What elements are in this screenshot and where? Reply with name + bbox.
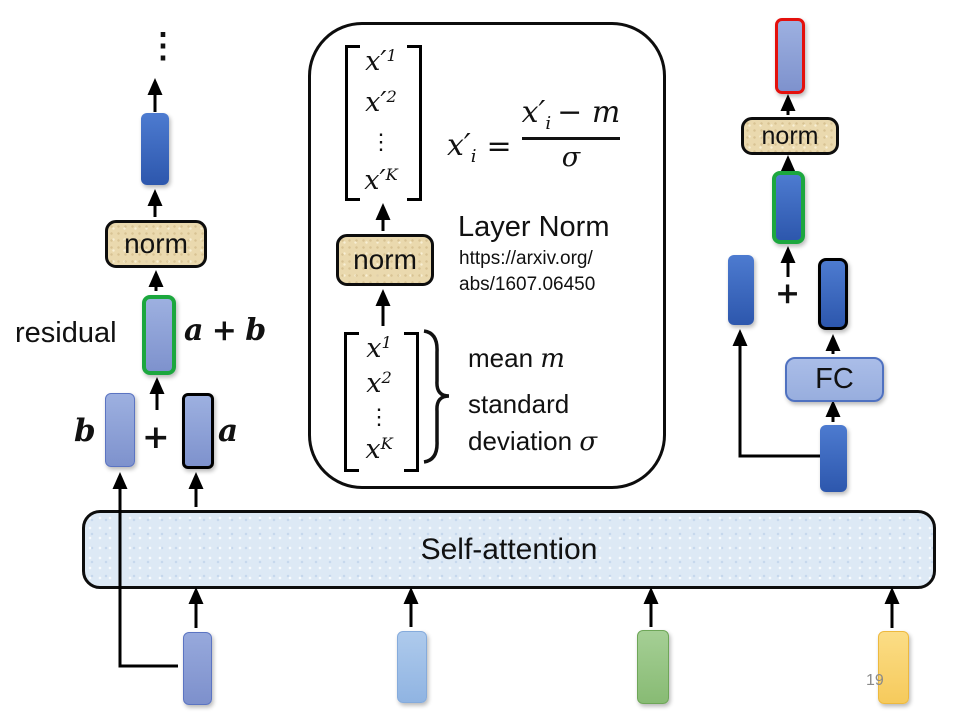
vector-b-box [105,393,135,467]
final-output-vector-box [775,18,805,94]
norm-box-right: norm [741,117,839,155]
arxiv-url-line2: abs/1607.06450 [459,274,596,295]
input-vector-1 [183,632,212,705]
bracket-right-out [407,45,422,201]
std-label-line1: standard [468,389,570,419]
mean-label: mean m [468,343,565,374]
fraction-bar [521,136,621,140]
vector-a-box [182,393,214,469]
norm-box-middle: norm [336,234,434,286]
attention-output-vector-box [820,425,847,492]
arxiv-url-line1: https://arxiv.org/ [459,248,593,269]
page-number: 19 [866,672,884,689]
residual-branch-vector-box [728,255,754,325]
ellipsis-indicator: ⋮ [146,27,180,65]
bracket-left-in [344,332,359,472]
label-b: b [74,413,96,449]
plus-operator-left: + [142,417,170,456]
input-vector-4 [878,631,909,704]
std-label-line2: deviation σ [468,426,598,457]
layernorm-title: Layer Norm [458,211,610,243]
label-a: a [218,413,239,449]
input-vector-3 [637,630,669,704]
sum-expression: a + b [184,313,267,348]
output-vector: x′1 x′2 ⋮ x′K [364,46,398,196]
layernorm-formula: x′i = x′i− m σ [447,95,621,173]
residual-label: residual [15,317,117,349]
input-vector-2 [397,631,427,703]
normalized-vector-box [772,171,805,244]
formula-fraction: x′i− m σ [521,95,621,173]
plus-operator-right: + [775,276,801,311]
fc-output-vector-box [818,258,848,330]
output-vector-box-left [141,113,169,185]
self-attention-label: Self-attention [420,532,598,566]
self-attention-bar: Self-attention [82,510,936,589]
fc-box: FC [785,357,884,402]
bracket-right-in [404,332,419,472]
bracket-left-out [345,45,360,201]
norm-box-left: norm [105,220,207,268]
residual-sum-vector-box [142,295,176,375]
